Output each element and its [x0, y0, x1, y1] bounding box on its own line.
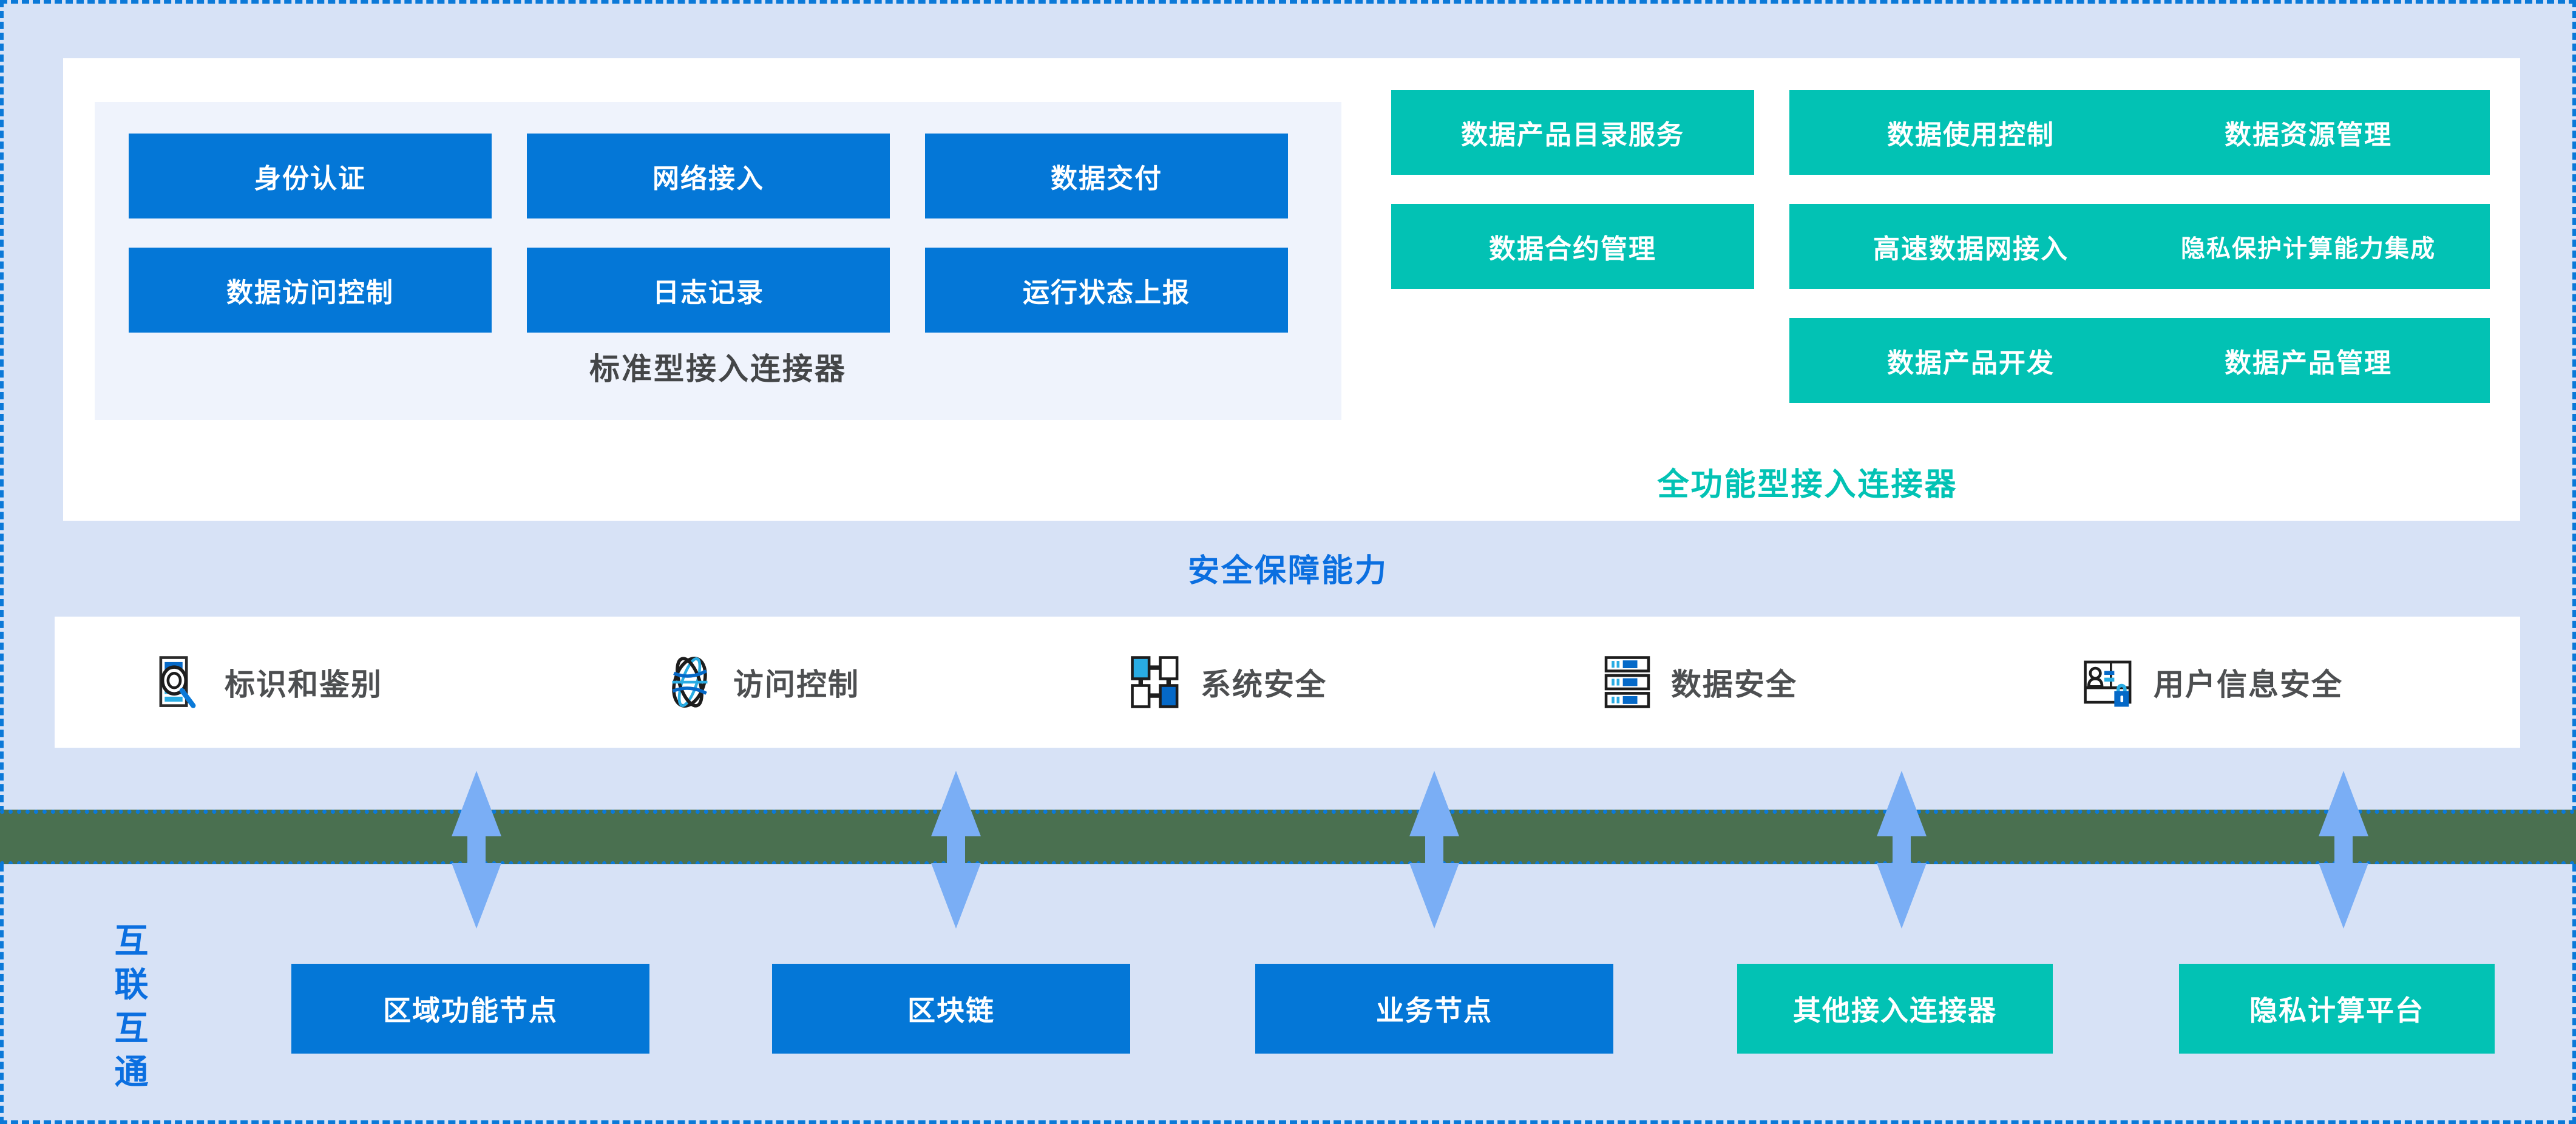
server-rack-icon: [1604, 656, 1650, 708]
full-box-data-product-management[interactable]: 数据产品管理: [2127, 318, 2490, 403]
security-item-system-security[interactable]: 系统安全: [1129, 654, 1327, 710]
security-item-label: 用户信息安全: [2154, 668, 2343, 702]
full-box-high-speed-data-network-access[interactable]: 高速数据网接入: [1789, 204, 2152, 289]
double-arrow-4: [1877, 771, 1927, 929]
globe-network-icon: [672, 657, 708, 708]
full-box-label: 数据产品管理: [2225, 348, 2392, 378]
standard-connector-title: 标准型接入连接器: [589, 352, 847, 386]
standard-connector-panel: 身份认证 网络接入 数据交付 数据访问控制 日志记录 运行状态上报 标准型接入连…: [95, 102, 1341, 420]
standard-box-label: 日志记录: [652, 278, 764, 308]
security-item-label: 标识和鉴别: [225, 668, 382, 702]
full-box-data-contract-management[interactable]: 数据合约管理: [1391, 204, 1754, 289]
node-business[interactable]: 业务节点: [1255, 964, 1613, 1054]
node-blockchain[interactable]: 区块链: [772, 964, 1130, 1054]
standard-box-status-report[interactable]: 运行状态上报: [925, 248, 1288, 333]
full-box-label: 数据合约管理: [1489, 234, 1656, 264]
interconnect-vertical-label: 互联互通: [110, 923, 148, 1097]
double-arrow-1: [452, 771, 501, 929]
id-document-magnifier-icon: [159, 656, 196, 708]
security-item-access-control[interactable]: 访问控制: [662, 654, 859, 710]
standard-box-label: 数据交付: [1051, 164, 1162, 194]
security-item-label: 访问控制: [733, 668, 859, 702]
full-box-product-catalog-service[interactable]: 数据产品目录服务: [1391, 90, 1754, 175]
standard-box-logging[interactable]: 日志记录: [527, 248, 890, 333]
standard-box-label: 数据访问控制: [226, 278, 394, 308]
full-box-label: 数据产品目录服务: [1461, 120, 1684, 150]
full-box-data-product-development[interactable]: 数据产品开发: [1789, 318, 2152, 403]
security-capability-bar: 标识和鉴别 访问控制 系: [55, 617, 2520, 748]
double-arrow-2: [931, 771, 981, 929]
standard-box-identity[interactable]: 身份认证: [129, 134, 492, 218]
node-label: 区域功能节点: [383, 995, 558, 1026]
node-label: 业务节点: [1376, 995, 1493, 1026]
security-item-identification[interactable]: 标识和鉴别: [153, 654, 382, 710]
full-function-connector-title: 全功能型接入连接器: [1657, 467, 1958, 503]
connected-blocks-icon: [1131, 656, 1179, 708]
full-box-data-usage-control[interactable]: 数据使用控制: [1789, 90, 2152, 175]
id-card-lock-icon: [2084, 660, 2132, 707]
node-other-connector[interactable]: 其他接入连接器: [1737, 964, 2053, 1054]
security-item-user-info-security[interactable]: 用户信息安全: [2082, 654, 2343, 710]
security-item-label: 系统安全: [1201, 668, 1327, 702]
full-box-privacy-computing-integration[interactable]: 隐私保护计算能力集成: [2127, 204, 2490, 289]
full-box-label: 高速数据网接入: [1873, 234, 2069, 264]
standard-box-label: 身份认证: [254, 164, 366, 194]
security-section-title: 安全保障能力: [1187, 554, 1388, 589]
standard-box-data-delivery[interactable]: 数据交付: [925, 134, 1288, 218]
full-box-label: 隐私保护计算能力集成: [2181, 235, 2436, 262]
double-arrow-5: [2319, 771, 2368, 929]
standard-box-label: 运行状态上报: [1023, 278, 1190, 308]
full-box-data-resource-management[interactable]: 数据资源管理: [2127, 90, 2490, 175]
standard-box-data-access-control[interactable]: 数据访问控制: [129, 248, 492, 333]
standard-box-network-access[interactable]: 网络接入: [527, 134, 890, 218]
node-regional-function[interactable]: 区域功能节点: [291, 964, 649, 1054]
node-label: 其他接入连接器: [1793, 995, 1997, 1026]
node-privacy-computing-platform[interactable]: 隐私计算平台: [2179, 964, 2495, 1054]
full-box-label: 数据资源管理: [2225, 120, 2392, 150]
connector-card: 身份认证 网络接入 数据交付 数据访问控制 日志记录 运行状态上报 标准型接入连…: [63, 58, 2520, 521]
double-arrow-3: [1409, 771, 1459, 929]
security-item-label: 数据安全: [1671, 668, 1797, 702]
full-box-label: 数据产品开发: [1887, 348, 2055, 378]
node-label: 隐私计算平台: [2249, 995, 2424, 1026]
node-label: 区块链: [907, 995, 995, 1026]
standard-box-label: 网络接入: [652, 164, 764, 194]
security-item-data-security[interactable]: 数据安全: [1599, 654, 1797, 710]
interconnect-band: [0, 810, 2576, 865]
full-box-label: 数据使用控制: [1887, 120, 2055, 150]
